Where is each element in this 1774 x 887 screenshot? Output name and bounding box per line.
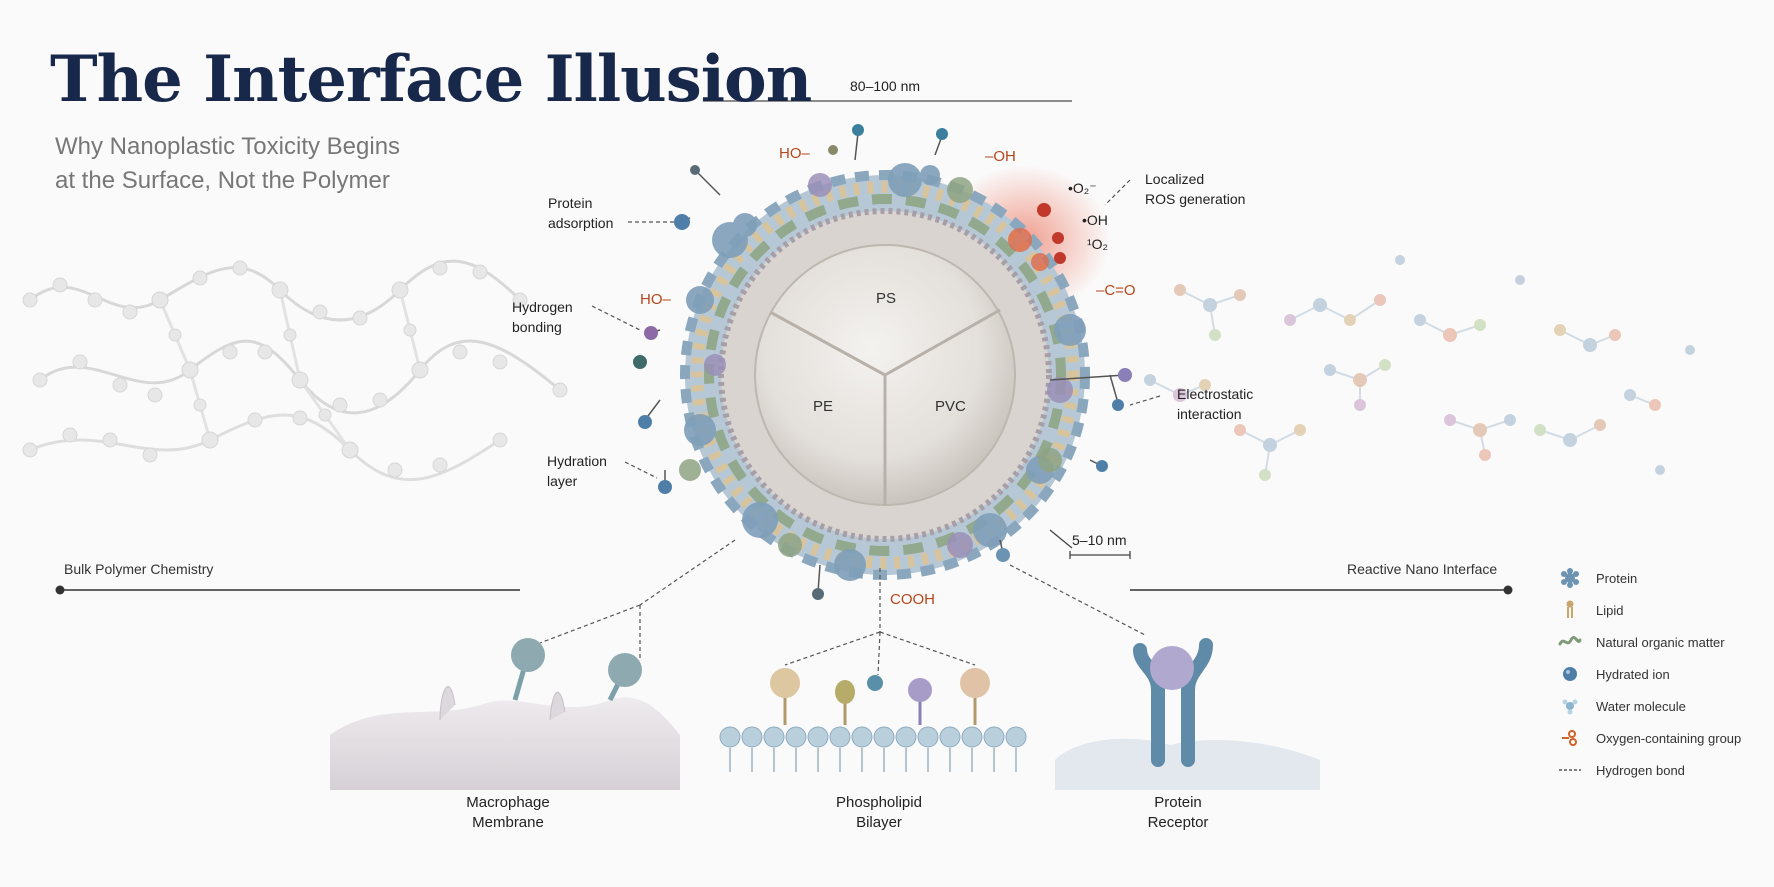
ros-singlet-oxygen: ¹O₂ [1087,236,1108,252]
shell-thickness-label: 5–10 nm [1072,532,1127,548]
legend-label: Hydrated ion [1596,666,1670,682]
target-phospholipid-bilayer: Phospholipid Bilayer [769,793,989,833]
callout-text: Hydrogen [512,299,573,315]
legend-item-water-molecule: Water molecule [1558,690,1768,722]
hydrogen-bond-icon [1558,760,1582,780]
lipid-icon [1558,600,1582,620]
axis-label-bulk: Bulk Polymer Chemistry [64,561,214,577]
chem-carbonyl: –C=O [1096,282,1136,299]
chem-hydroxyl-top-right: –OH [985,148,1016,165]
macrophage-membrane-graphic [330,638,680,790]
phospholipid-bilayer-graphic [719,668,1027,772]
legend-item-hydrated-ion: Hydrated ion [1558,658,1768,690]
chem-hydroxyl-top-left: HO– [779,145,810,162]
core-label-ps: PS [876,290,897,307]
callout-leaders [591,179,1161,479]
target-macrophage-membrane: Macrophage Membrane [398,793,618,833]
axis-label-nano: Reactive Nano Interface [1347,561,1498,577]
callout-protein-adsorption: Protein adsorption [548,193,613,233]
hydrated-ion-icon [1558,664,1582,684]
legend-item-oxygen-group: Oxygen-containing group [1558,722,1768,754]
oxygen-group-icon [1558,728,1582,748]
target-label-line: Bilayer [856,814,902,831]
legend-label: Natural organic matter [1596,634,1725,650]
callout-text: interaction [1177,406,1242,422]
callout-hydrogen-bonding: Hydrogen bonding [512,297,573,337]
target-label-line: Receptor [1147,814,1209,831]
legend: Protein Lipid Natural organic matter Hyd… [1558,562,1768,786]
legend-label: Oxygen-containing group [1596,730,1742,746]
reactive-molecules [1144,255,1695,481]
particle-size-label: 80–100 nm [850,78,921,94]
callout-text: Electrostatic [1177,386,1254,402]
polymer-core [754,244,1016,506]
nom-icon [1558,632,1582,652]
page-subtitle: Why Nanoplastic Toxicity Begins at the S… [55,130,555,198]
callout-text: Localized [1145,171,1205,187]
callout-text: ROS generation [1145,191,1246,207]
target-label-line: Phospholipid [836,794,922,811]
ros-superoxide: •O₂⁻ [1068,180,1097,196]
callout-localized-ros: Localized ROS generation [1145,169,1245,209]
legend-item-lipid: Lipid [1558,594,1768,626]
legend-label: Protein [1596,570,1638,586]
target-connectors [539,539,1146,676]
callout-text: Protein [548,195,593,211]
legend-label: Hydrogen bond [1596,762,1685,778]
chem-hydroxyl-left: HO– [640,291,671,308]
legend-item-hydrogen-bond: Hydrogen bond [1558,754,1768,786]
page-title: The Interface Illusion [50,42,812,117]
core-label-pe: PE [813,398,834,415]
subtitle-line-2: at the Surface, Not the Polymer [55,167,390,194]
callout-hydration-layer: Hydration layer [547,451,607,491]
bulk-polymer-chain [22,259,568,482]
target-label-line: Membrane [472,814,544,831]
callout-electrostatic: Electrostatic interaction [1177,384,1253,424]
callout-text: layer [547,473,578,489]
legend-item-protein: Protein [1558,562,1768,594]
legend-label: Lipid [1596,602,1624,618]
shell-thickness-marker [1049,529,1131,559]
protein-icon [1558,568,1582,588]
callout-text: Hydration [547,453,607,469]
callout-text: adsorption [548,215,614,231]
protein-receptor-graphic [1055,638,1320,790]
target-protein-receptor: Protein Receptor [1068,793,1288,833]
target-label-line: Protein [1154,794,1202,811]
surface-beads [633,124,1132,600]
legend-item-nom: Natural organic matter [1558,626,1768,658]
callout-text: bonding [512,319,562,335]
core-label-pvc: PVC [935,398,966,415]
legend-label: Water molecule [1596,698,1686,714]
target-label-line: Macrophage [466,794,550,811]
ros-hydroxyl-radical: •OH [1082,212,1108,228]
chem-carboxyl: COOH [890,591,935,608]
subtitle-line-1: Why Nanoplastic Toxicity Begins [55,133,401,160]
water-molecule-icon [1558,696,1582,716]
chemistry-axis [55,585,1513,595]
